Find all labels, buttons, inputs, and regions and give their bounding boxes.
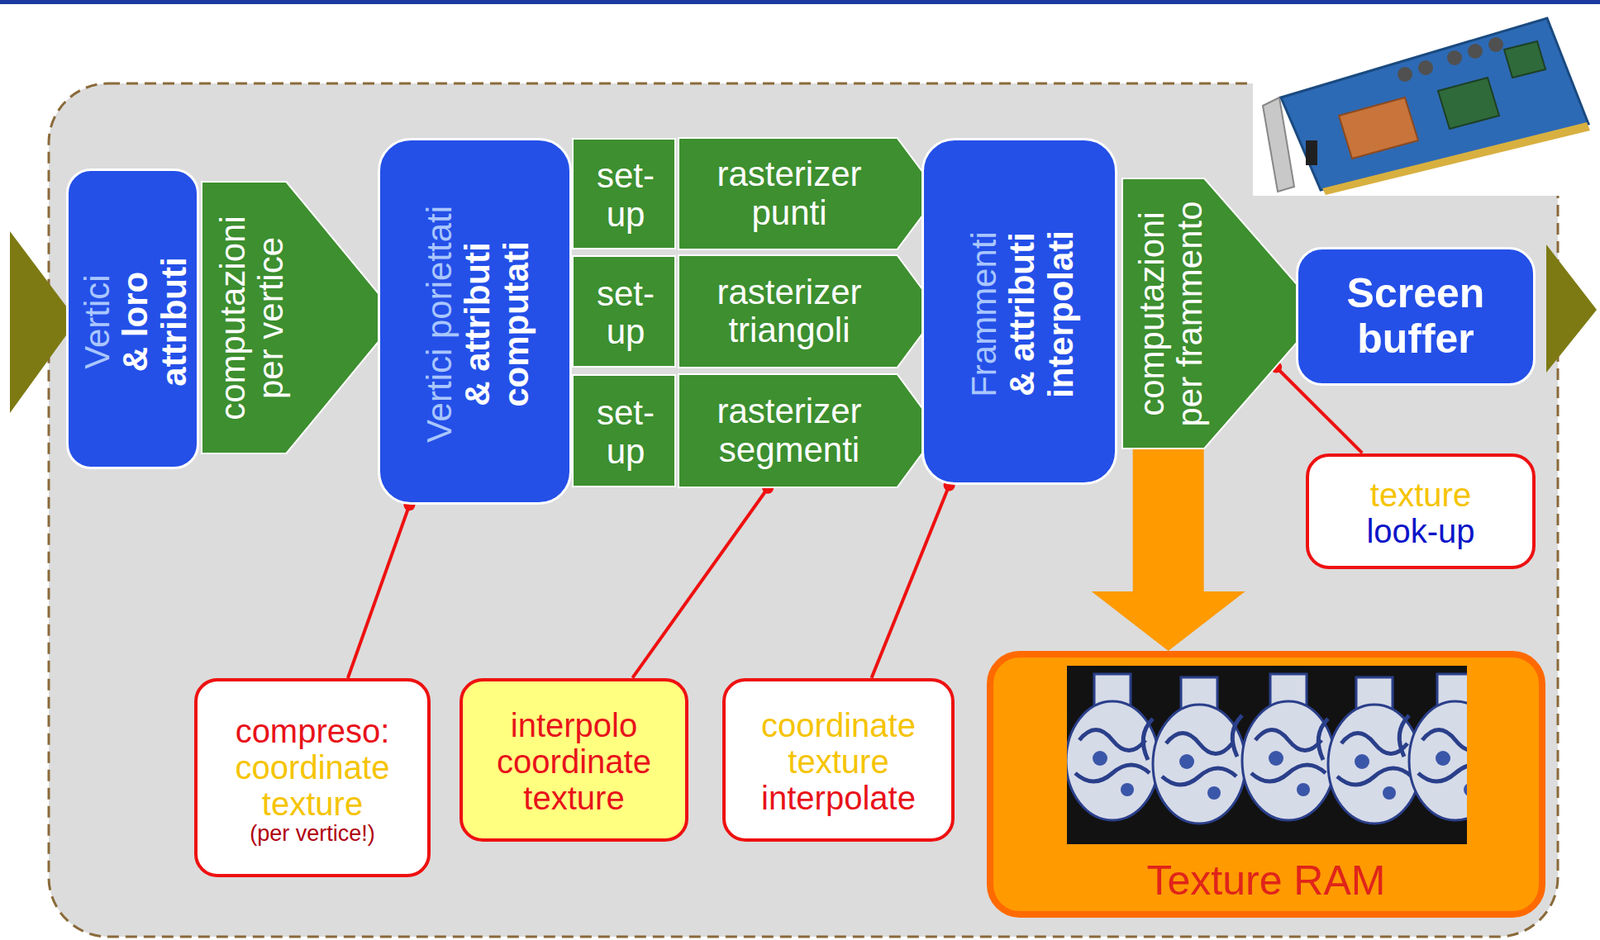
node-text: interpolate	[761, 780, 916, 817]
node-text: look-up	[1366, 513, 1475, 550]
card-capacitor	[1418, 60, 1434, 76]
text-area: rasterizer triangoli	[690, 255, 889, 368]
node-text: computazioni per vertice	[213, 190, 290, 446]
node-text: Frammenti	[964, 231, 1003, 398]
output-triangle	[1546, 244, 1597, 373]
arrow-outline	[678, 255, 939, 368]
node-text: & attributi computati	[457, 166, 534, 481]
text-area: set- up	[578, 376, 673, 490]
card-connector	[1305, 140, 1318, 166]
leader-line	[347, 504, 410, 679]
node-text: rasterizer segmenti	[690, 392, 889, 469]
output-box: Screen buffer	[1295, 247, 1536, 386]
node-text: compreso:	[235, 713, 391, 750]
callout-box: interpolo coordinate texture	[459, 678, 689, 843]
node-text: interpolo coordinate texture	[467, 707, 681, 817]
node-text: Screen buffer	[1303, 271, 1529, 362]
graphics-card	[1252, 4, 1600, 196]
process-arrow: computazioni per frammento	[1122, 178, 1323, 449]
node-text: Vertici poriettati	[419, 204, 458, 443]
text-area: set- up	[578, 139, 673, 252]
arrow-outline	[678, 138, 939, 250]
setup-box: set- up	[571, 374, 677, 488]
node-text: rasterizer triangoli	[690, 273, 889, 350]
callout-box: coordinate textureinterpolate	[722, 678, 955, 843]
gpu-region	[48, 83, 1558, 938]
setup-box: set- up	[571, 255, 677, 368]
text-area: Screen buffer	[1303, 254, 1529, 379]
text-area: compreso:coordinate texture(per vertice!…	[202, 686, 423, 873]
text-area: Frammenti& attributi interpolati	[930, 157, 1114, 472]
card-capacitor	[1397, 66, 1413, 82]
node-text: set- up	[578, 157, 673, 234]
text-area: computazioni per vertice	[204, 190, 298, 446]
node-text: set- up	[578, 394, 673, 471]
leader-line	[871, 485, 950, 679]
setup-box: set- up	[571, 138, 677, 250]
node-text: & attributi interpolati	[1002, 157, 1079, 472]
node-text: rasterizer punti	[690, 155, 889, 232]
text-area: coordinate textureinterpolate	[730, 686, 947, 838]
node-text: set- up	[578, 275, 673, 352]
card-heatsink	[1338, 97, 1419, 159]
node-text: coordinate texture	[730, 707, 947, 781]
callout-box: texturelook-up	[1305, 453, 1536, 570]
arrow-outline	[201, 181, 399, 454]
card-chip	[1438, 77, 1500, 129]
connector	[632, 482, 774, 679]
text-area: Vertici poriettati& attributi computati	[386, 166, 568, 481]
leader-line	[632, 488, 768, 679]
text-area: texturelook-up	[1314, 461, 1528, 565]
connector	[347, 499, 416, 679]
node-text: (per vertice!)	[249, 822, 376, 848]
text-area: rasterizer segmenti	[690, 374, 889, 488]
connector	[1091, 447, 1246, 652]
process-arrow: computazioni per vertice	[201, 181, 399, 454]
card-capacitor	[1447, 50, 1462, 66]
rasterizer-arrow: rasterizer punti	[678, 138, 939, 250]
text-area: Vertici& loro attributi	[73, 214, 197, 429]
node-text: coordinate texture	[202, 749, 423, 823]
node-text: & loro attributi	[115, 214, 192, 429]
block-arrow	[1091, 447, 1246, 652]
text-area: Texture RAM	[993, 847, 1539, 915]
connector	[871, 480, 956, 679]
card-capacitor	[1467, 43, 1483, 59]
data-box: Vertici poriettati& attributi computati	[377, 138, 572, 505]
node-text: Texture RAM	[1147, 858, 1386, 905]
node-text: texture	[1370, 476, 1472, 514]
node-text: computazioni per frammento	[1132, 185, 1209, 443]
text-area: interpolo coordinate texture	[467, 686, 681, 838]
text-area: rasterizer punti	[690, 138, 889, 250]
text-area: computazioni per frammento	[1125, 185, 1215, 443]
rasterizer-arrow: rasterizer segmenti	[678, 374, 939, 488]
arrow-outline	[1122, 178, 1323, 449]
node-text: Vertici	[77, 274, 116, 369]
card-capacitor	[1488, 37, 1504, 53]
input-box: Vertici& loro attributi	[66, 168, 200, 470]
data-box: Frammenti& attributi interpolati	[921, 138, 1118, 486]
text-area: set- up	[578, 257, 673, 370]
callout-box: compreso:coordinate texture(per vertice!…	[194, 678, 431, 878]
card-chip	[1504, 41, 1546, 78]
memory-box: Texture RAM	[986, 651, 1546, 919]
top-band	[0, 0, 1600, 5]
arrow-outline	[678, 374, 939, 488]
rasterizer-arrow: rasterizer triangoli	[678, 255, 939, 368]
photo-ground	[1252, 4, 1600, 196]
texture-image	[1066, 666, 1467, 845]
